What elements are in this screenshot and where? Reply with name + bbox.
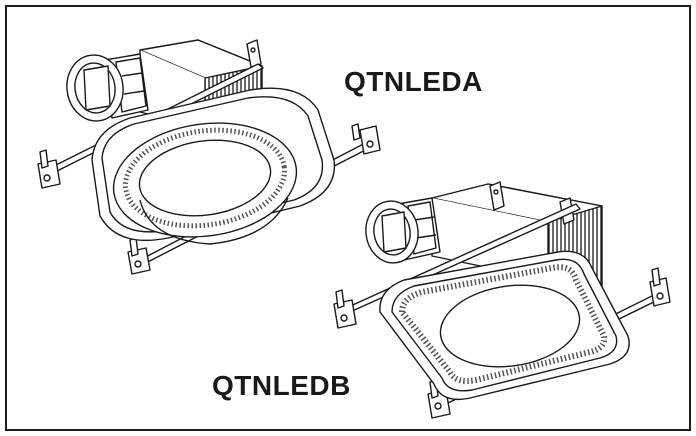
fan-illustration-a bbox=[37, 39, 381, 275]
fan-b-light-lens bbox=[439, 284, 581, 368]
fan-a-rear-bracket bbox=[246, 39, 262, 68]
fan-b-rear-bracket bbox=[489, 181, 505, 211]
fan-b-duct-connector-icon bbox=[365, 197, 441, 264]
fan-a-duct-connector-icon bbox=[66, 53, 149, 122]
fan-illustration-b bbox=[333, 181, 671, 419]
model-label-qtnleda: QTNLEDA bbox=[344, 66, 483, 97]
fan-b-left-bracket bbox=[333, 289, 357, 329]
fan-a-left-bracket bbox=[37, 149, 61, 189]
fan-b-right-bracket bbox=[649, 267, 671, 307]
fan-a-right-bracket bbox=[351, 123, 381, 155]
fan-a-light-lens bbox=[138, 139, 272, 217]
diagram-border bbox=[5, 5, 691, 431]
model-label-qtnledb: QTNLEDB bbox=[212, 370, 351, 401]
fan-a-bottom-bracket bbox=[127, 237, 151, 275]
